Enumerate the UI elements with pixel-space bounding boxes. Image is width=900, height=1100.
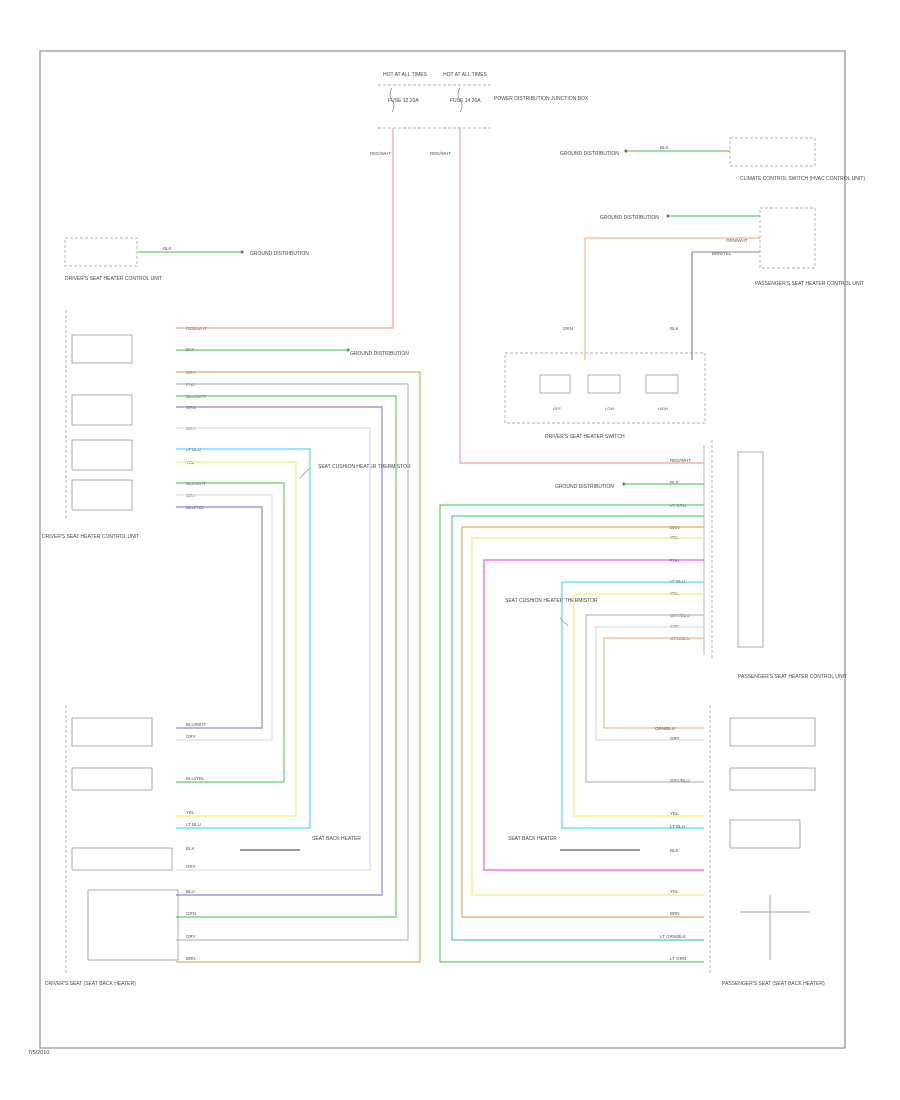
thermistor-left: SEAT CUSHION HEATER THERMISTOR: [299, 464, 411, 479]
ds-wire-9: GRY: [186, 934, 196, 939]
ds-wire-5: BLK: [186, 846, 195, 851]
fuse-right-label: FUSE 14 20A: [450, 98, 481, 104]
ds-wire-8: GRN: [186, 911, 196, 916]
passenger-control-ground-label: GROUND DISTRIBUTION: [555, 484, 614, 490]
thermistor-left-label: SEAT CUSHION HEATER THERMISTOR: [318, 464, 411, 470]
seat-heater-switch: ORN BLK OFF LOW HIGH DRIVER'S SEAT HEATE…: [504, 326, 706, 440]
wire-gray-3: [176, 494, 273, 741]
wire-cyan-right: [561, 581, 704, 829]
driver-heater-ground-wire: BLK: [163, 246, 172, 251]
ds-wire-6: GRY: [186, 864, 196, 869]
wire-green-right: [439, 504, 704, 963]
wire-blue: [176, 406, 383, 896]
hvac-wire: BLK: [660, 145, 669, 150]
driver-heater-module: BLK GROUND DISTRIBUTION DRIVER'S SEAT HE…: [64, 237, 309, 282]
driver-seat-title: DRIVER'S SEAT (SEAT BACK HEATER): [45, 981, 136, 987]
passenger-heater-module-title: PASSENGER'S SEAT HEATER CONTROL UNIT: [755, 281, 864, 287]
ds-wire-10: BRN: [186, 956, 196, 961]
ps-wire-4: LT BLU: [670, 824, 685, 829]
wire-label-power-left: RED/WHT: [370, 151, 391, 156]
fuse-box-label: POWER DISTRIBUTION JUNCTION BOX: [494, 96, 589, 102]
wire-tan-right: [461, 526, 704, 918]
hvac-label: CLIMATE CONTROL SWITCH (HVAC CONTROL UNI…: [740, 176, 865, 182]
fuse-right-title: HOT AT ALL TIMES: [443, 72, 488, 78]
ds-wire-1: GRY: [186, 734, 196, 739]
wire-gray-1: [176, 383, 409, 941]
seat-switch-title: DRIVER'S SEAT HEATER SWITCH: [545, 434, 625, 440]
ds-wire-2: BLU/YEL: [186, 776, 205, 781]
wire-red-left: [176, 128, 394, 329]
passenger-seat-title: PASSENGER'S SEAT (SEAT BACK HEATER): [722, 981, 825, 987]
wires: [176, 128, 704, 963]
passenger-heater-ground-label: GROUND DISTRIBUTION: [600, 215, 659, 221]
wire-magenta: [483, 559, 704, 871]
diagram-frame: [39, 50, 846, 1049]
passenger-seat-heater-label: SEAT BACK HEATER: [508, 836, 557, 842]
ps-wire-8: LT GRN/BLK: [660, 934, 686, 939]
footer-code: 7/5/2010: [28, 1050, 49, 1056]
passenger-heater-wire2: BRN/YEL: [712, 251, 732, 256]
pcu-wire-0: RED/WHT: [670, 458, 691, 463]
driver-control-unit-title: DRIVER'S SEAT HEATER CONTROL UNIT: [42, 534, 139, 540]
wire-green-2: [176, 482, 285, 783]
ds-wire-0: BLU/WHT: [186, 722, 207, 727]
ps-wire-3: YEL: [670, 811, 679, 816]
wire-yellow-right: [471, 537, 704, 896]
ps-wire-7: BRN: [670, 911, 680, 916]
driver-heater-module-title: DRIVER'S SEAT HEATER CONTROL UNIT: [65, 276, 162, 282]
hvac-ground-label: GROUND DISTRIBUTION: [560, 151, 619, 157]
wire-label-power-right: RED/WHT: [430, 151, 451, 156]
wire-cyan: [176, 448, 311, 829]
ps-wire-2: GRY/BLU: [670, 778, 690, 783]
switch-pos-1: OFF: [553, 406, 562, 411]
wire-yellow: [176, 461, 297, 817]
wire-orange-right: [603, 637, 704, 729]
driver-control-ground-label: GROUND DISTRIBUTION: [350, 351, 409, 357]
ds-wire-4: LT BLU: [186, 822, 201, 827]
wire-red-right: [459, 128, 704, 464]
driver-heater-ground-label: GROUND DISTRIBUTION: [250, 251, 309, 257]
passenger-seat: ORN/BLU GRY GRY/BLU YEL LT BLU BLK YEL B…: [508, 705, 825, 987]
passenger-control-unit-title: PASSENGER'S SEAT HEATER CONTROL UNIT: [738, 674, 847, 680]
ps-wire-0: ORN/BLU: [655, 726, 675, 731]
fuse-left-title: HOT AT ALL TIMES: [383, 72, 428, 78]
thermistor-right-label: SEAT CUSHION HEATER THERMISTOR: [505, 598, 598, 604]
driver-seat: BLU/WHT GRY BLU/YEL YEL LT BLU BLK GRY B…: [45, 705, 361, 987]
wire-gray-2: [176, 427, 371, 871]
hvac-control-unit: GROUND DISTRIBUTION BLK CLIMATE CONTROL …: [560, 137, 865, 182]
thermistor-right: SEAT CUSHION HEATER THERMISTOR: [505, 598, 598, 627]
driver-control-unit: DRIVER'S SEAT HEATER CONTROL UNIT GROUND…: [42, 310, 409, 540]
wire-tan: [176, 371, 421, 963]
fuse-left-label: FUSE 12 20A: [388, 98, 419, 104]
passenger-heater-module: GROUND DISTRIBUTION ORN/WHT BRN/YEL PASS…: [585, 207, 864, 287]
driver-seat-heater-label: SEAT BACK HEATER: [312, 836, 361, 842]
wire-green: [176, 395, 397, 918]
passenger-heater-wire1: ORN/WHT: [726, 238, 748, 243]
ds-wire-3: YEL: [186, 810, 195, 815]
ps-wire-6: YEL: [670, 889, 679, 894]
ds-wire-7: BLU: [186, 889, 195, 894]
ps-wire-9: LT GRN: [670, 956, 686, 961]
switch-right-wire: BLK: [670, 326, 679, 331]
switch-left-wire: ORN: [563, 326, 573, 331]
wire-blue-2: [176, 506, 263, 729]
ps-wire-1: GRY: [670, 736, 680, 741]
switch-pos-3: HIGH: [658, 406, 668, 411]
power-distribution-box: HOT AT ALL TIMES HOT AT ALL TIMES FUSE 1…: [370, 72, 589, 156]
ps-wire-5: BLK: [670, 848, 679, 853]
switch-pos-2: LOW: [605, 406, 614, 411]
pcu-wire-1: BLK: [670, 480, 679, 485]
